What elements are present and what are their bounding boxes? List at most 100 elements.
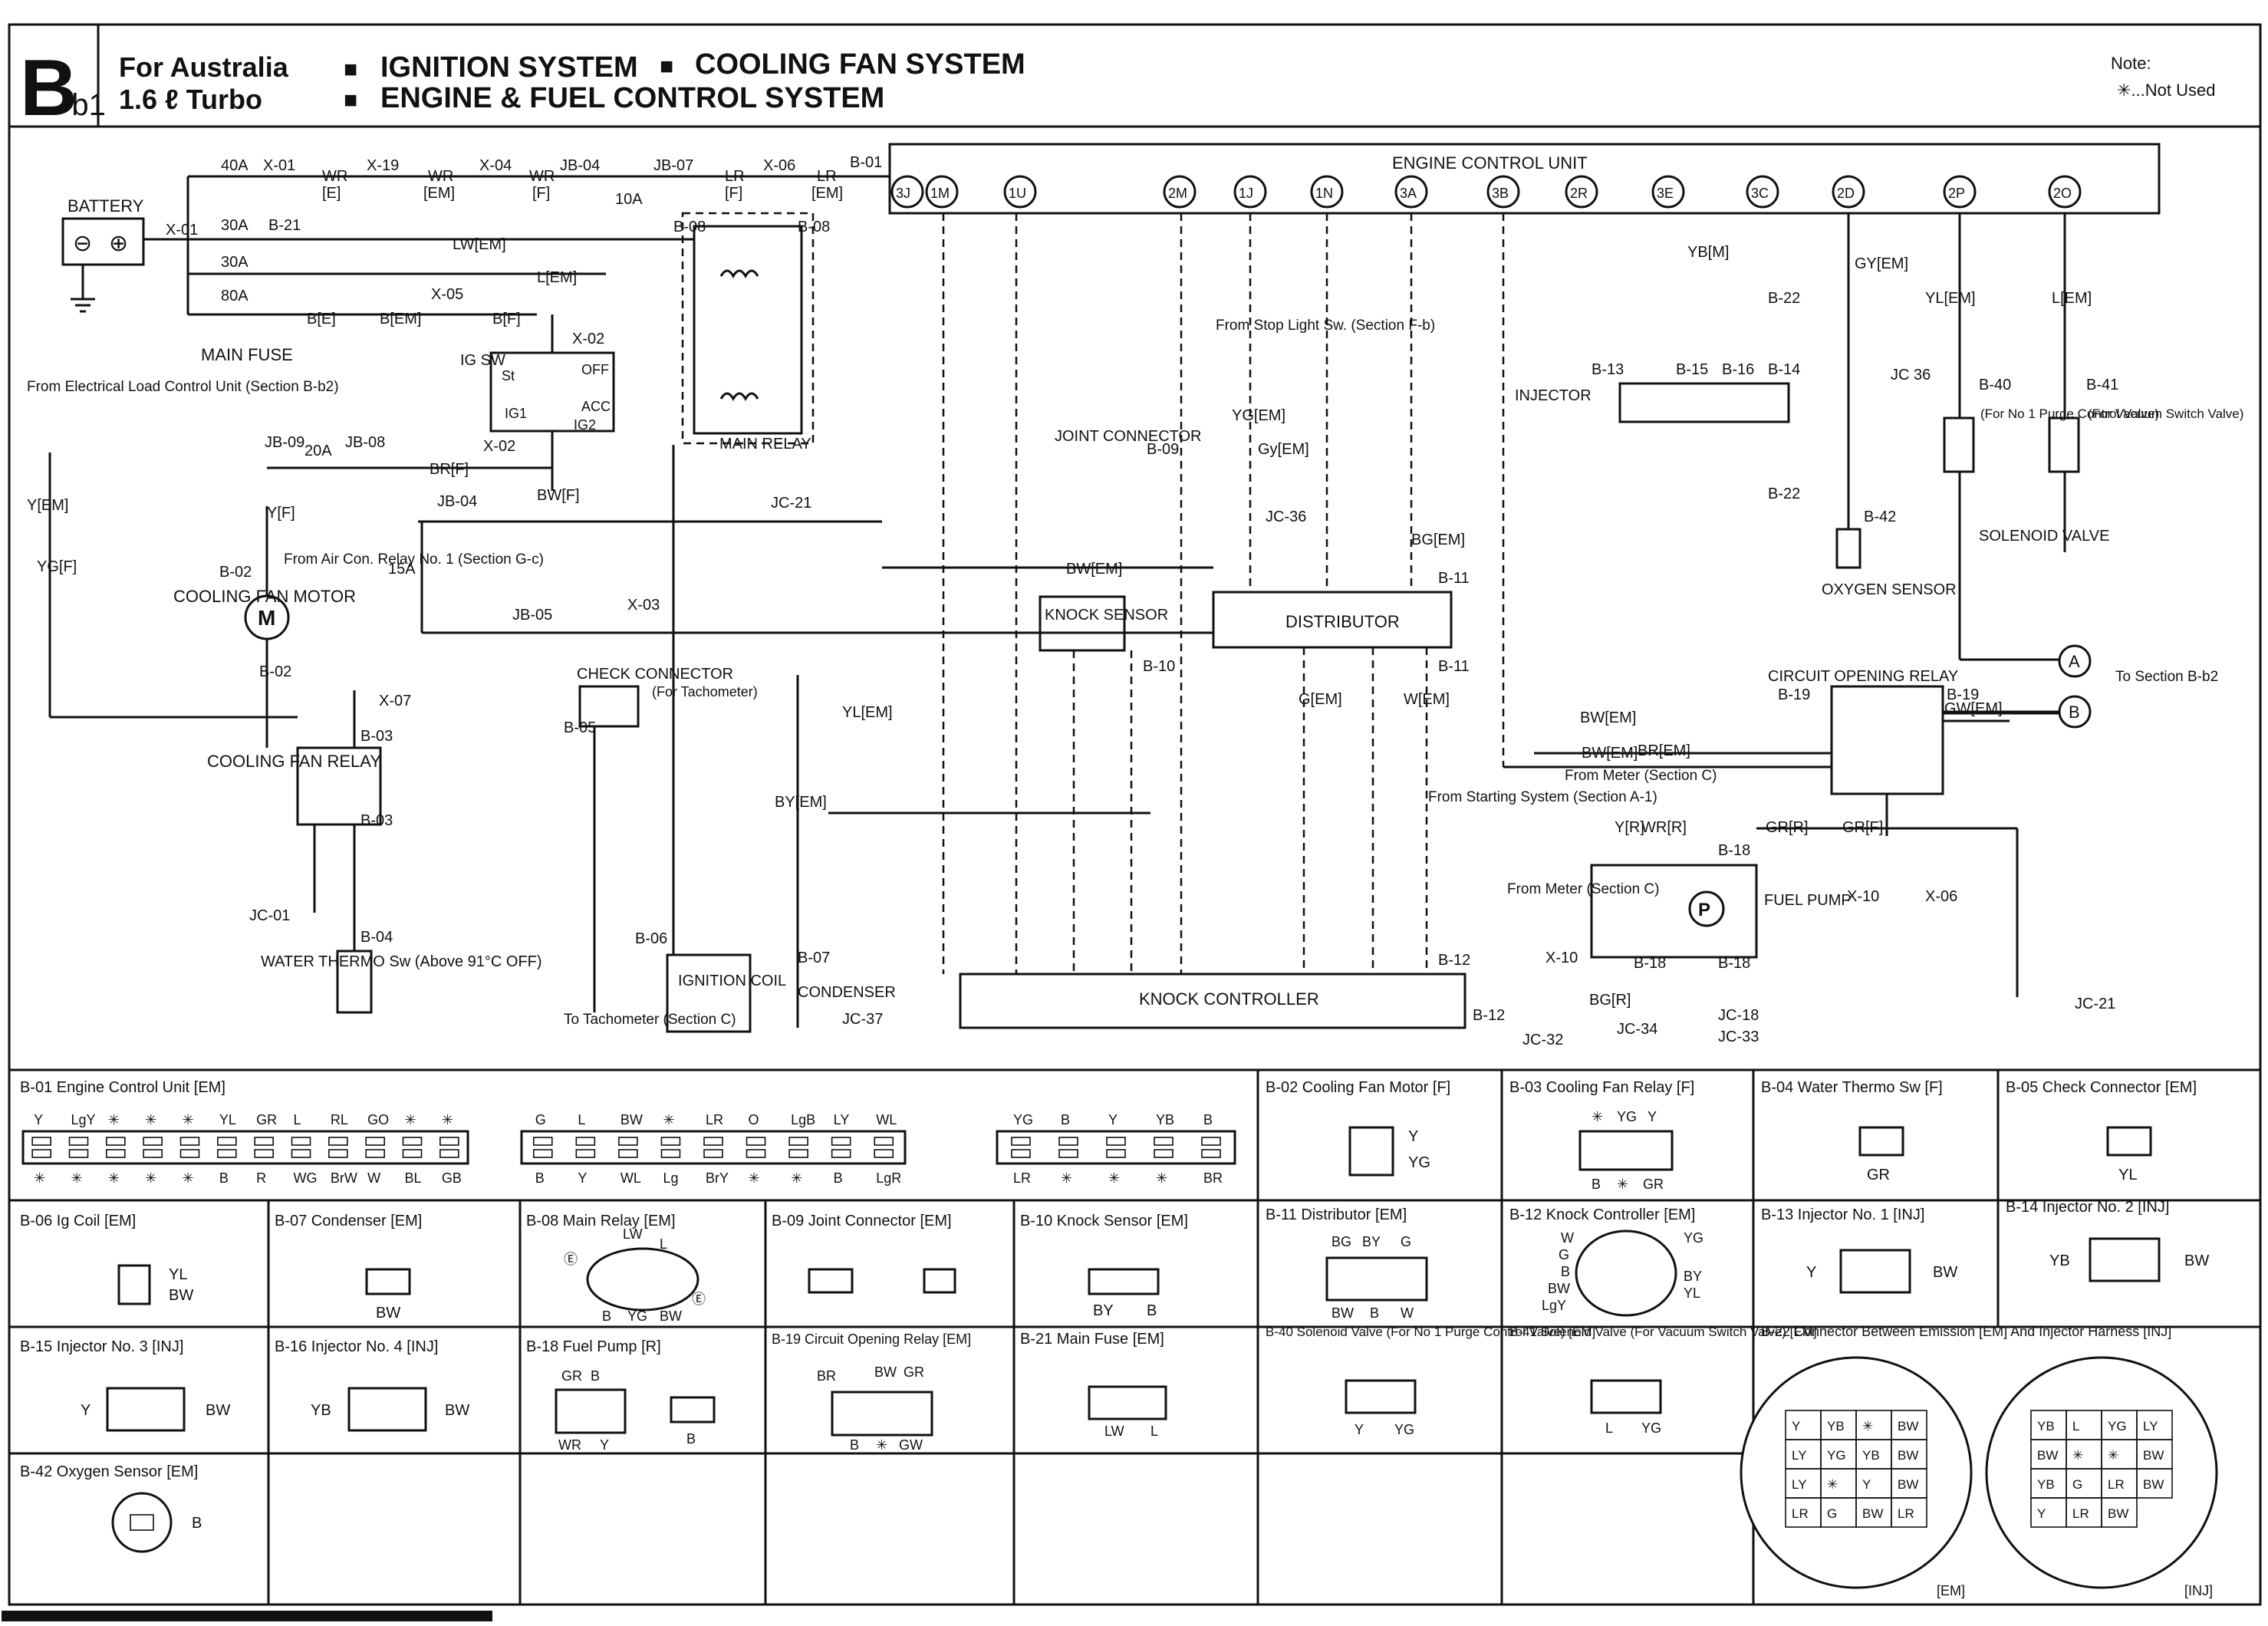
b22-cell-label: BW: [2108, 1506, 2128, 1521]
b01-pin: [746, 1149, 766, 1158]
main-relay-label: MAIN RELAY: [719, 436, 811, 453]
b01-pin-bottom: LR: [1013, 1170, 1031, 1186]
conn-b21: B-21: [268, 217, 301, 234]
b01-pin: [660, 1149, 681, 1158]
conn-b18-b: B-18: [1634, 955, 1666, 972]
cv-b16-title: B-16 Injector No. 4 [INJ]: [275, 1338, 438, 1355]
cv-b13-title: B-13 Injector No. 1 [INJ]: [1761, 1206, 1924, 1223]
conn-x06: X-06: [763, 157, 795, 174]
conn-b01-top: B-01: [850, 154, 882, 171]
fuel-pump-box: [1590, 864, 1758, 959]
cv-b14-pin-bw: BW: [2184, 1252, 2209, 1269]
cv-b11-l4: B: [1370, 1305, 1379, 1321]
conn-jb09: JB-09: [265, 434, 304, 451]
conn-b13: B-13: [1592, 361, 1624, 378]
conn-b10: B-10: [1143, 658, 1175, 675]
cv-b40-title: B-40 Solenoid Valve (For No 1 Purge Cont…: [1266, 1325, 1595, 1339]
ig-pos-off: OFF: [581, 362, 609, 377]
b01-pin: [788, 1137, 808, 1146]
b01-pin-bottom: B: [219, 1170, 229, 1186]
b01-pin: [217, 1137, 237, 1146]
b22-cell-label: BW: [2143, 1448, 2164, 1463]
cv-b06-pin-bw: BW: [169, 1287, 193, 1304]
cv-b22-title: B-22 Connector Between Emission [EM] And…: [1761, 1324, 2171, 1339]
b22-cell-label: YB: [2037, 1419, 2055, 1433]
conn-jb05: JB-05: [512, 607, 552, 624]
b01-pin-bottom: B: [834, 1170, 843, 1186]
conn-x01: X-01: [263, 157, 295, 174]
battery-pos-icon: ⊕: [109, 231, 128, 256]
wire-wr-1: WR: [322, 168, 347, 185]
conn-x02: X-02: [572, 331, 604, 347]
cv-b12-l7: YL: [1684, 1285, 1700, 1301]
cv-b09-title: B-09 Joint Connector [EM]: [772, 1213, 952, 1229]
conn-x10-b: X-10: [1847, 888, 1879, 905]
cv-b41-l0: L: [1605, 1420, 1613, 1436]
header-badge: B -b1: [20, 44, 106, 133]
b22-cell: [1891, 1497, 1927, 1528]
conn-b14: B-14: [1768, 361, 1800, 378]
b01-pin-top: GR: [256, 1112, 277, 1127]
cooling-fan-relay-box: [296, 746, 382, 826]
vacuum-solenoid-icon: [2048, 416, 2080, 473]
cv-b18-l3: Y: [600, 1437, 609, 1453]
cv-b08-l2: L: [660, 1236, 667, 1252]
ig-switch-label: IG SW: [460, 352, 505, 369]
cv-b05-plug: [2106, 1126, 2152, 1157]
cv-b08-l6: Ⓔ: [692, 1292, 706, 1307]
b22-cell-label: G: [1827, 1506, 1837, 1521]
b22-cell-label: BW: [1898, 1448, 1918, 1463]
cv-b07-plug: [365, 1268, 411, 1295]
b22-cell-label: ✳: [2072, 1448, 2083, 1463]
b01-pin-bottom: BrY: [706, 1170, 729, 1186]
conn-b08-b: B-08: [798, 219, 830, 235]
ref-a-circle: [2058, 644, 2092, 678]
ig-pos-ig1: IG1: [505, 406, 527, 421]
cv-b11-l0: BG: [1332, 1234, 1351, 1249]
b01-pin: [402, 1149, 423, 1158]
cv-b19-l2: GR: [904, 1364, 924, 1380]
b01-pin: [1011, 1149, 1031, 1158]
conn-b18-c: B-18: [1718, 955, 1750, 972]
cv-b19-l0: BR: [817, 1368, 836, 1384]
cv-b04-title: B-04 Water Thermo Sw [F]: [1761, 1079, 1943, 1096]
main-relay-coil-icon: [719, 269, 759, 402]
ecu-pin-label: 2D: [1837, 186, 1855, 201]
cv-b03-l4: ✳: [1617, 1177, 1628, 1192]
cv-b03-plug: [1578, 1130, 1674, 1171]
solenoid-valve-label: SOLENOID VALVE: [1979, 528, 2109, 545]
cv-b08-l4: YG: [627, 1308, 647, 1324]
b01-pin: [68, 1149, 89, 1158]
b22-cell-label: G: [2072, 1477, 2082, 1492]
ecu-pin-label: 3B: [1492, 186, 1509, 201]
conn-b04: B-04: [360, 929, 393, 946]
wire-b-em: B[EM]: [380, 311, 421, 328]
conn-jb04: JB-04: [560, 157, 600, 174]
knock-sensor-label: KNOCK SENSOR: [1045, 607, 1168, 624]
b01-pin-top: LgB: [791, 1112, 815, 1127]
region-line1: For Australia: [119, 51, 289, 83]
cv-b03-l5: GR: [1643, 1177, 1664, 1192]
wire-gw-em: GW[EM]: [1944, 700, 2003, 717]
ecu-pin: [1003, 175, 1037, 209]
cv-b03-l2: Y: [1648, 1109, 1657, 1124]
b22-cell-label: LY: [1792, 1477, 1807, 1492]
b01-pin-top: LY: [834, 1112, 850, 1127]
b22-cell-label: LR: [1792, 1506, 1809, 1521]
b01-pin-top: WL: [876, 1112, 897, 1127]
cv-b10-pin-by: BY: [1093, 1302, 1114, 1319]
b01-pin-top: B: [1061, 1112, 1070, 1127]
b01-pin-bottom: ✳: [34, 1170, 45, 1186]
cv-b19-l5: GW: [899, 1437, 923, 1453]
ecu-pin-label: 1N: [1315, 186, 1333, 201]
b01-pin-bottom: ✳: [71, 1170, 83, 1186]
ig-pos-st: St: [502, 368, 515, 383]
conn-x19: X-19: [367, 157, 399, 174]
ecu-pin-label: 3E: [1657, 186, 1674, 201]
conn-jc34: JC-34: [1617, 1021, 1657, 1038]
ecu-pin: [1394, 175, 1428, 209]
wire-y-em-sol: YL[EM]: [1925, 290, 1976, 307]
badge-letter: B: [20, 44, 77, 133]
cv-b11-l3: BW: [1332, 1305, 1354, 1321]
